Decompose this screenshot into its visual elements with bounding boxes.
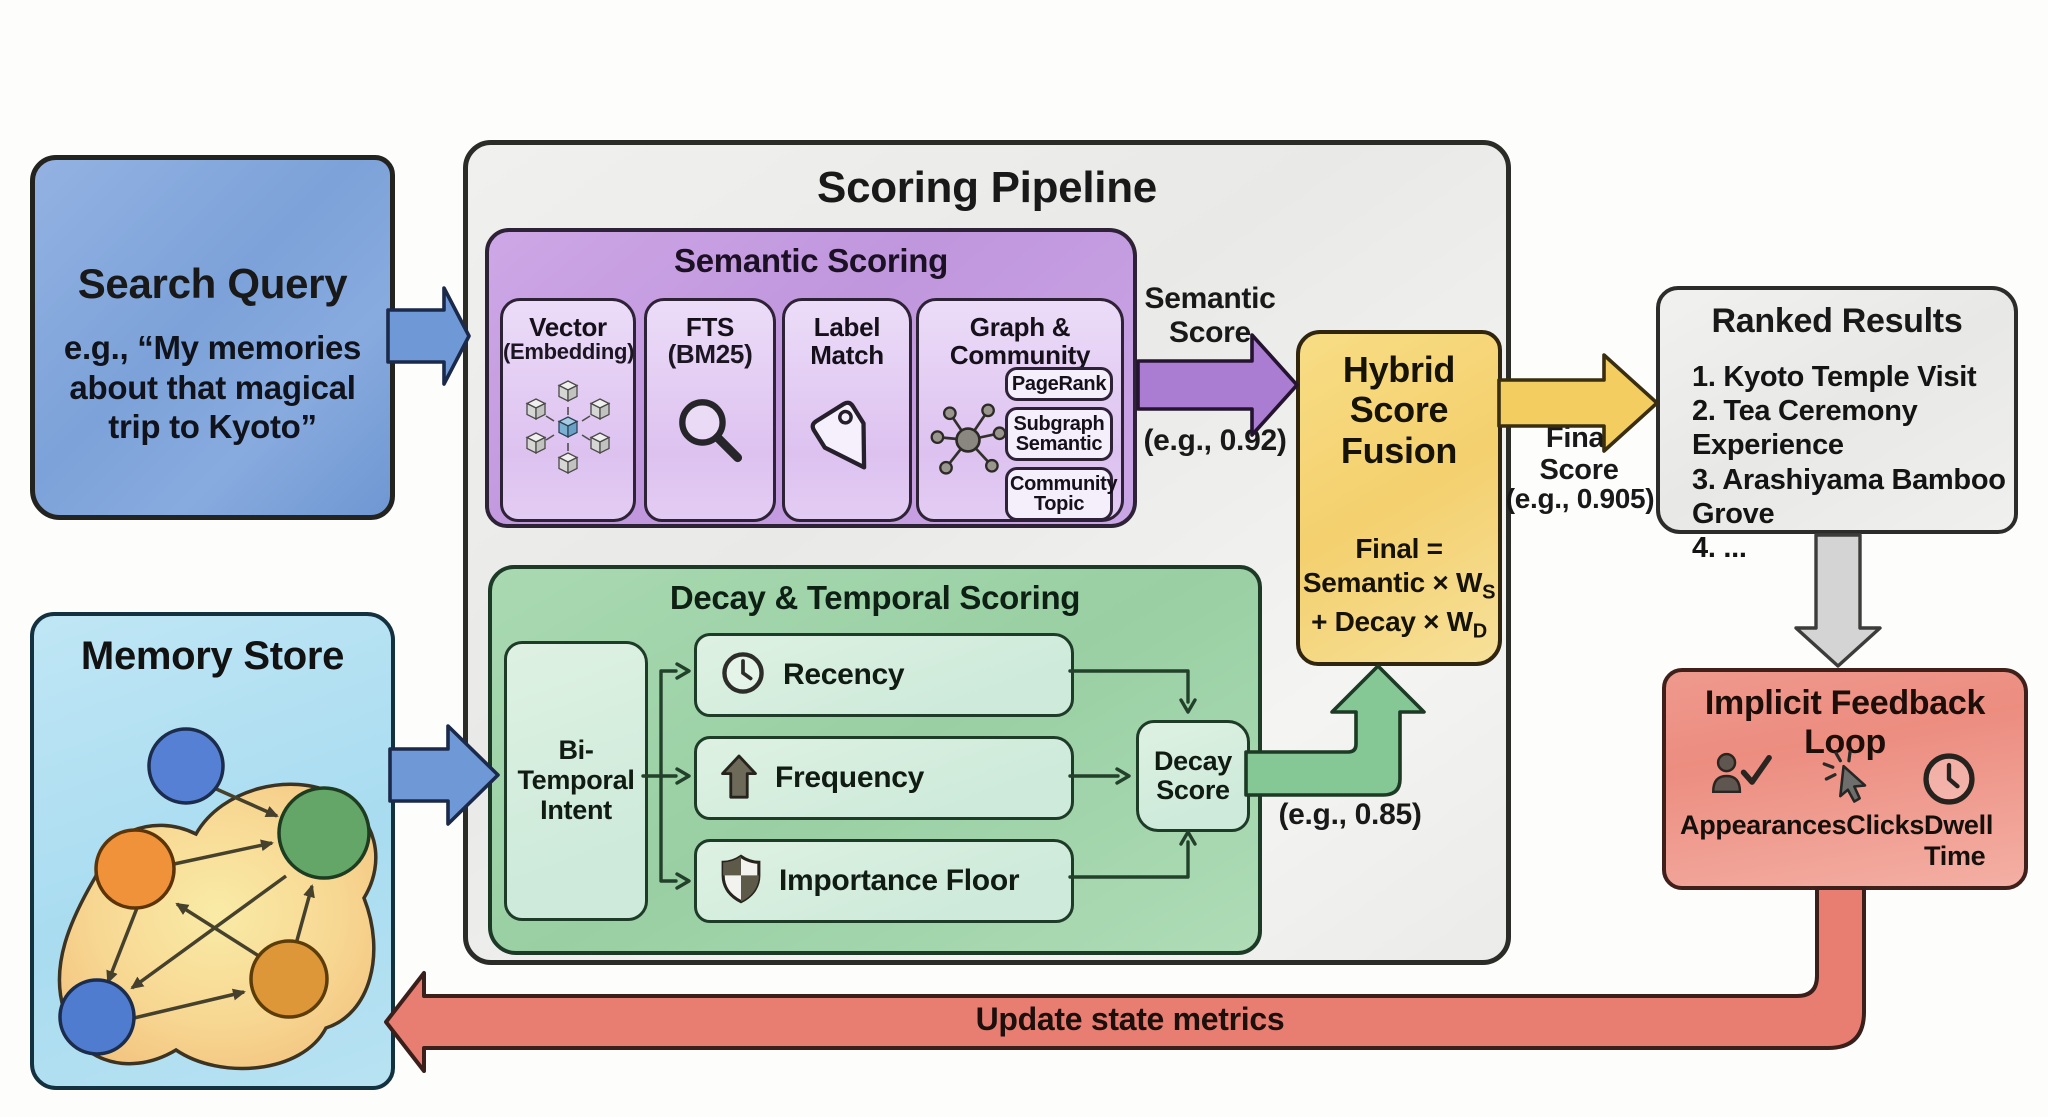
fts-title: FTS: [685, 312, 735, 342]
label-match-method-box: Label Match: [782, 298, 912, 522]
label-match-title: Label Match: [810, 312, 884, 371]
up-arrow-icon: [719, 752, 759, 805]
hybrid-score-fusion-box: Hybrid Score Fusion Final = Semantic × W…: [1296, 330, 1502, 666]
graph-community-method-box: Graph & Community PageRank: [916, 298, 1124, 522]
cursor-click-icon: [1819, 750, 1881, 813]
scoring-pipeline-title: Scoring Pipeline: [817, 163, 1157, 212]
graph-community-title: Graph & Community: [949, 312, 1091, 371]
formula-line3: + Decay × WD: [1311, 606, 1487, 643]
decay-temporal-box: Decay & Temporal Scoring Bi-Temporal Int…: [488, 565, 1262, 955]
decay-score-label: Decay Score: [1153, 745, 1233, 805]
final-score-label: Final Score: [1539, 422, 1619, 487]
embedding-cubes-icon: [503, 373, 633, 479]
frequency-box: Frequency: [694, 736, 1074, 820]
subgraph-semantic-pill: Subgraph Semantic: [1005, 407, 1113, 461]
vector-title: Vector: [529, 312, 607, 342]
ranked-results-list: 1. Kyoto Temple Visit 2. Tea Ceremony Ex…: [1692, 360, 2014, 565]
result-item: 4. ...: [1692, 532, 1747, 565]
importance-floor-box: Importance Floor: [694, 839, 1074, 923]
hybrid-formula: Final = Semantic × WS + Decay × WD: [1300, 532, 1498, 644]
decay-score-example: (e.g., 0.85): [1278, 798, 1422, 831]
clock-icon: [1920, 750, 1978, 813]
hybrid-title: Hybrid Score Fusion: [1340, 349, 1458, 471]
recency-box: Recency: [694, 633, 1074, 717]
semantic-score-label: Semantic Score: [1144, 282, 1276, 349]
implicit-feedback-title: Implicit Feedback Loop: [1704, 684, 1986, 761]
feedback-icons: [1666, 750, 2024, 813]
update-state-metrics-label: Update state metrics: [975, 1001, 1285, 1037]
feedback-labels: Appearances Clicks Dwell Time: [1666, 810, 2024, 872]
formula-line2: Semantic × WS: [1302, 567, 1496, 604]
final-score-example: (e.g., 0.905): [1505, 483, 1655, 514]
result-item: 2. Tea Ceremony Experience: [1692, 395, 1918, 462]
vector-method-box: Vector (Embedding): [500, 298, 636, 522]
clock-icon: [719, 649, 767, 702]
semantic-score-example: (e.g., 0.92): [1143, 424, 1287, 457]
result-item: 1. Kyoto Temple Visit: [1692, 361, 1977, 393]
result-item: 3. Arashiyama Bamboo Grove: [1692, 463, 2006, 530]
search-icon: [647, 391, 773, 469]
frequency-label: Frequency: [775, 761, 925, 794]
search-query-example: e.g., “My memories about that magical tr…: [63, 329, 362, 446]
search-query-title: Search Query: [77, 260, 348, 307]
memory-store-box: Memory Store: [30, 612, 395, 1090]
appearances-label: Appearances: [1680, 810, 1847, 840]
semantic-scoring-box: Semantic Scoring Vector (Embedding): [485, 228, 1137, 528]
recency-label: Recency: [783, 658, 905, 691]
clicks-label: Clicks: [1846, 810, 1925, 840]
fts-method-box: FTS (BM25): [644, 298, 776, 522]
decay-score-box: Decay Score: [1136, 720, 1250, 832]
search-query-box: Search Query e.g., “My memories about th…: [30, 155, 395, 520]
bi-temporal-intent-label: Bi-Temporal Intent: [517, 735, 635, 825]
formula-line1: Final =: [1355, 532, 1443, 564]
search-to-pipeline-arrow: [386, 286, 471, 386]
network-icon: [925, 385, 1011, 500]
fts-subtitle: (BM25): [667, 339, 753, 370]
bi-temporal-intent-box: Bi-Temporal Intent: [504, 641, 648, 921]
memory-graph-nodes-icon: [57, 727, 378, 1071]
graph-community-pills: PageRank Subgraph Semantic Community Top…: [1005, 367, 1118, 521]
ranked-results-title: Ranked Results: [1711, 302, 1963, 340]
decay-temporal-title: Decay & Temporal Scoring: [669, 579, 1081, 616]
tag-icon: [785, 397, 909, 483]
vector-subtitle: (Embedding): [503, 339, 635, 365]
ranked-results-box: Ranked Results 1. Kyoto Temple Visit 2. …: [1656, 286, 2018, 564]
implicit-feedback-box: Implicit Feedback Loop: [1662, 668, 2028, 890]
community-topic-pill: Community Topic: [1005, 467, 1118, 521]
person-check-icon: [1711, 750, 1780, 813]
importance-floor-label: Importance Floor: [779, 864, 1020, 897]
memory-store-title: Memory Store: [80, 634, 345, 678]
shield-icon: [719, 853, 763, 909]
semantic-scoring-title: Semantic Scoring: [674, 242, 948, 279]
pagerank-pill: PageRank: [1005, 367, 1113, 401]
dwell-time-label: Dwell Time: [1924, 810, 1994, 871]
